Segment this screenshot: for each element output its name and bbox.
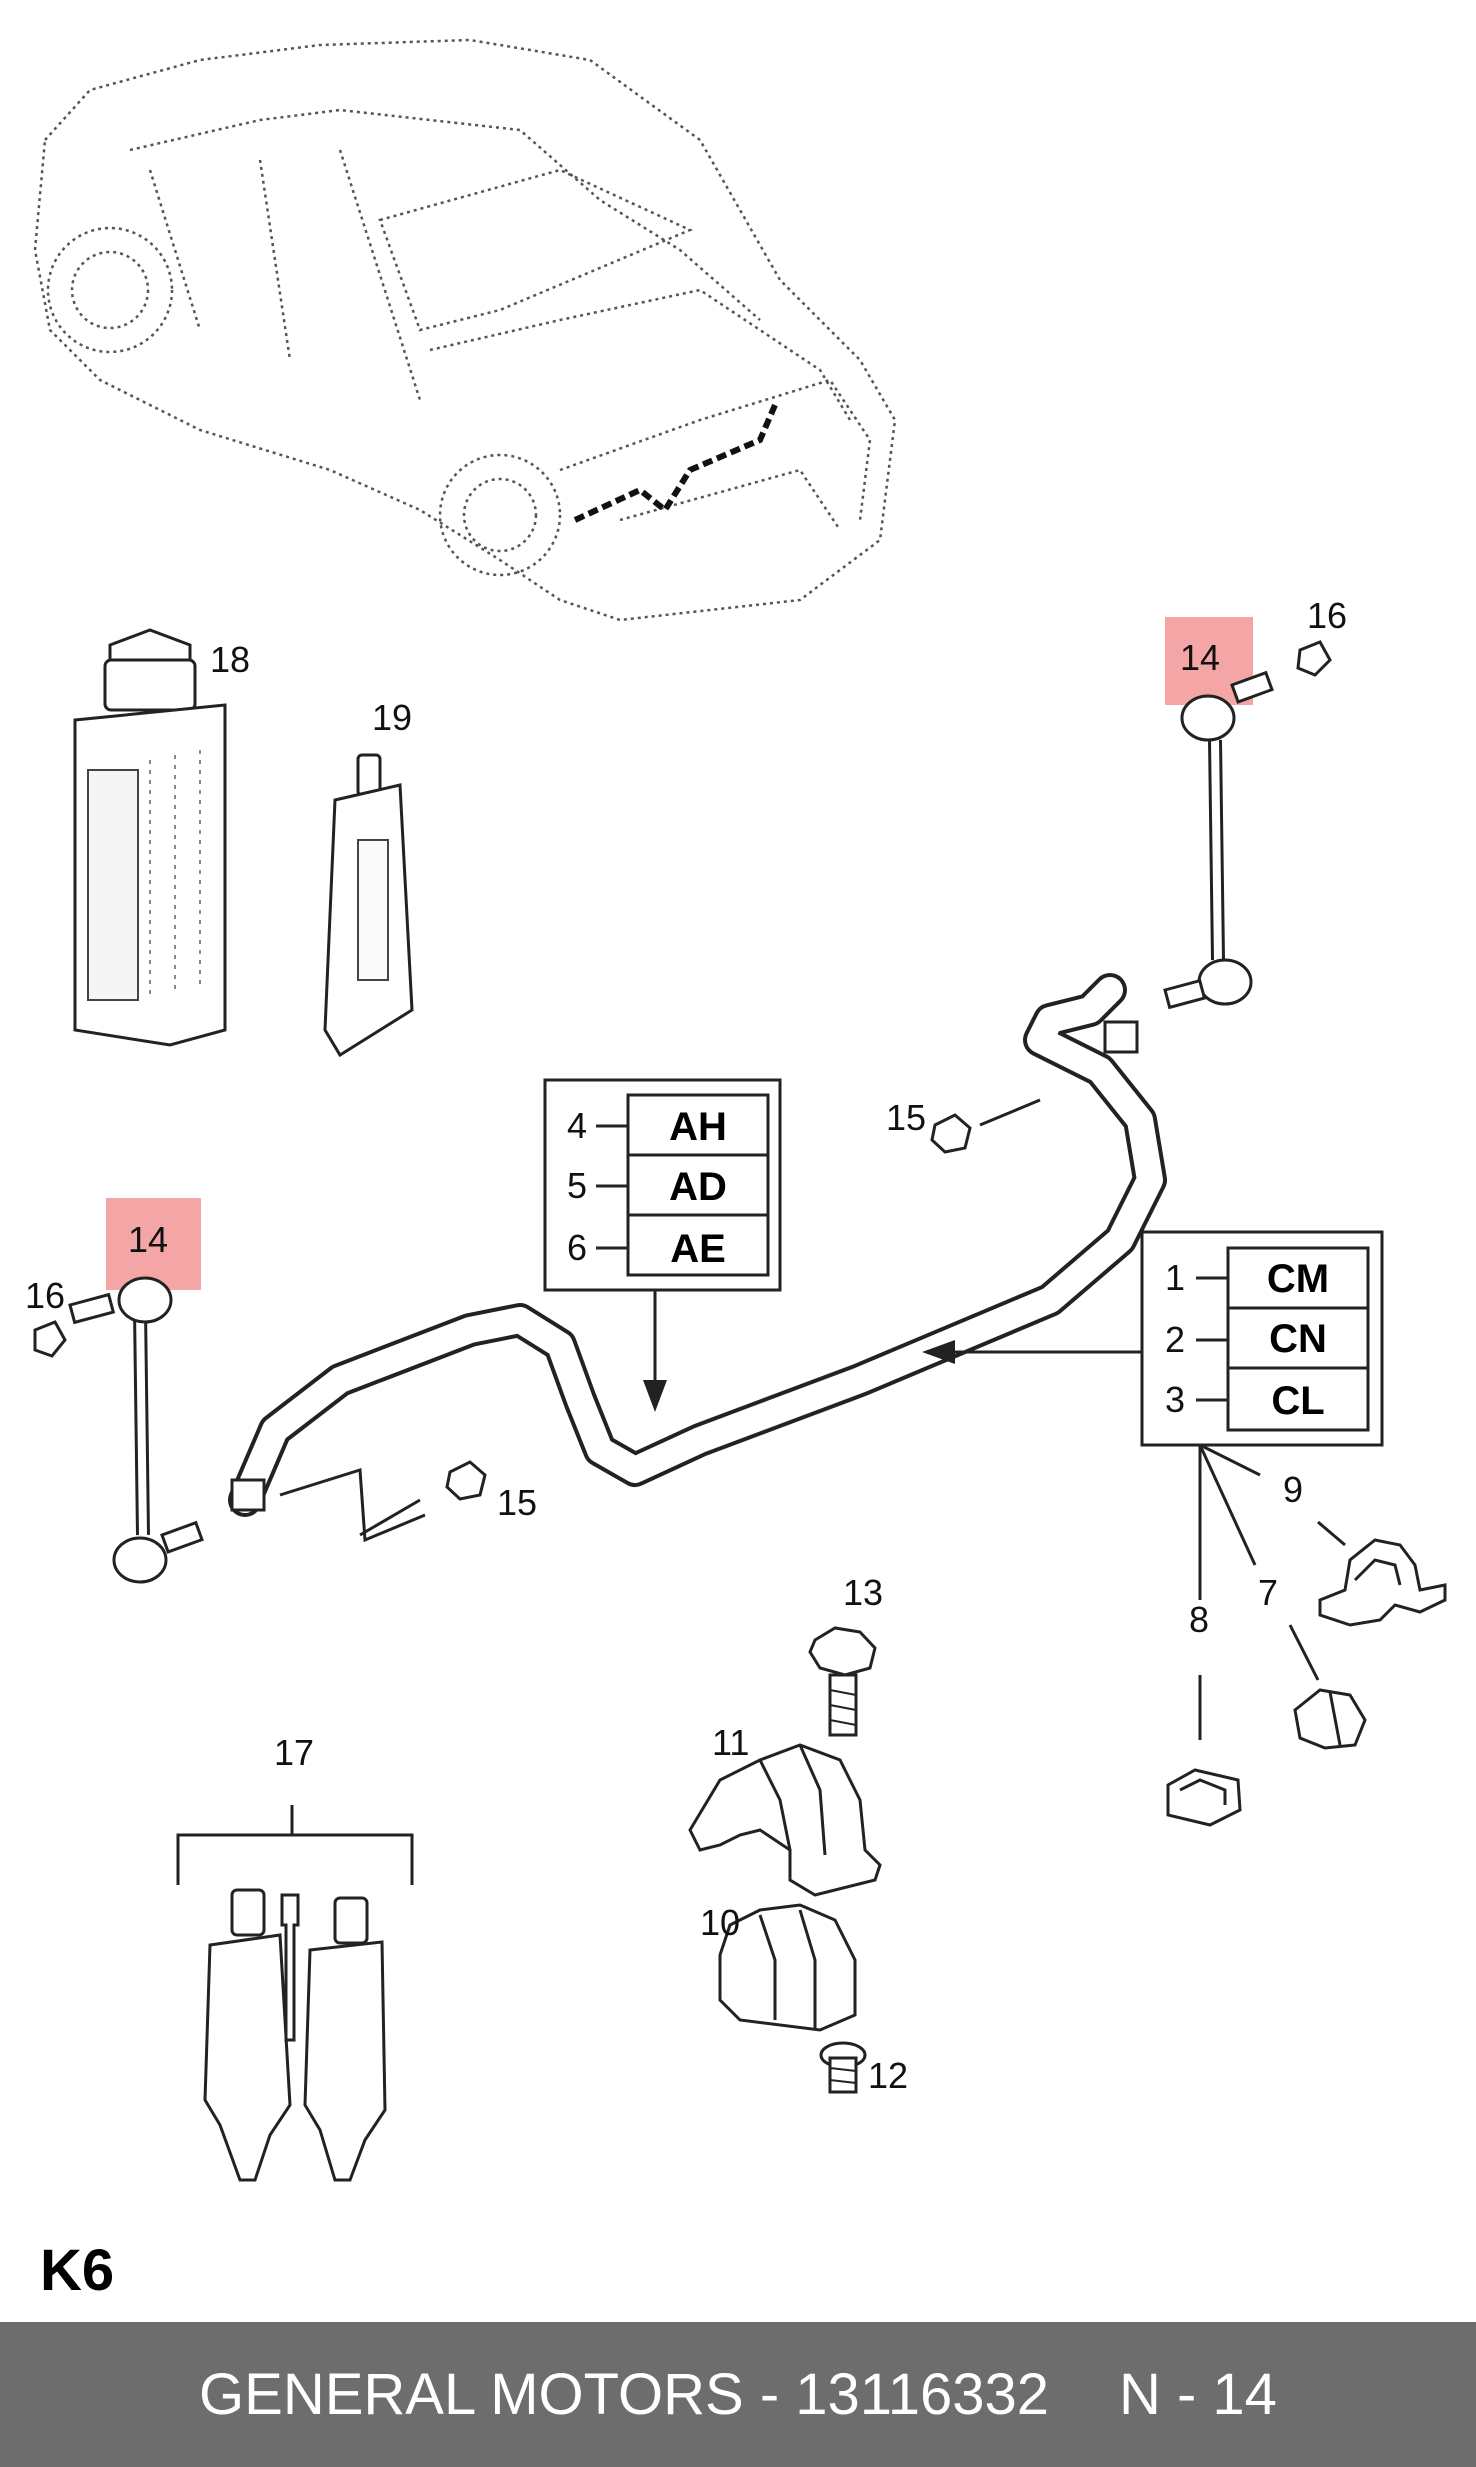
- fluid-bottle: [73, 628, 227, 1047]
- footer-item-label: N - 14: [1119, 2362, 1277, 2427]
- footer-part-label: GENERAL MOTORS - 13116332: [199, 2362, 1049, 2427]
- callout-16-lower: 16: [25, 1275, 65, 1316]
- stabilizer-bar: [228, 973, 1167, 1517]
- callout-13: 13: [843, 1572, 883, 1613]
- table-right-code-3: CL: [1271, 1379, 1324, 1423]
- arrowhead-right-table: [922, 1340, 955, 1364]
- table-left-num-2: 5: [567, 1165, 587, 1206]
- table-left-num-1: 4: [567, 1105, 587, 1146]
- table-left-code-1: AH: [669, 1105, 727, 1149]
- bushing-7: [1293, 1688, 1367, 1750]
- leader-15a: [979, 1098, 1041, 1127]
- callout-10: 10: [700, 1902, 740, 1943]
- clamp-11: [688, 1743, 882, 1897]
- footer-bar: [0, 2322, 1476, 2467]
- screw-12: [819, 2041, 867, 2094]
- arrowhead-left-table: [643, 1380, 667, 1412]
- nut-15: [445, 1113, 972, 1501]
- callout-17: 17: [274, 1732, 314, 1773]
- table-left-num-3: 6: [567, 1227, 587, 1268]
- callout-19: 19: [372, 697, 412, 738]
- callout-18: 18: [210, 639, 250, 680]
- callout-8: 8: [1189, 1599, 1209, 1640]
- section-code: K6: [40, 2238, 114, 2303]
- bracket-9: [1318, 1538, 1447, 1627]
- repair-kit-17: [176, 1805, 414, 2182]
- break-line: [279, 1468, 426, 1543]
- callout-7: 7: [1258, 1572, 1278, 1613]
- bolt-13: [808, 1626, 877, 1737]
- leaders-right-table: [1198, 1443, 1346, 1740]
- callout-15-upper: 15: [886, 1097, 926, 1138]
- table-right-code-1: CM: [1267, 1257, 1329, 1301]
- table-right-num-2: 2: [1165, 1319, 1185, 1360]
- variant-table-right: 1 2 3 CM CN CL: [1140, 1230, 1384, 1447]
- stabilizer-link-upper: [1163, 640, 1332, 1010]
- callout-14-lower: 14: [128, 1219, 168, 1260]
- callout-15-lower: 15: [497, 1482, 537, 1523]
- table-left-code-2: AD: [669, 1165, 727, 1209]
- table-right-num-3: 3: [1165, 1379, 1185, 1420]
- rubber-bushing-10: [718, 1903, 857, 2032]
- footer: GENERAL MOTORS - 13116332 N - 14: [0, 2322, 1476, 2467]
- callout-14-upper: 14: [1180, 637, 1220, 678]
- grease-tube: [323, 753, 414, 1058]
- car-stabilizer-indicator: [573, 403, 778, 523]
- callout-11: 11: [712, 1722, 749, 1763]
- highlight-box-lower: [106, 1198, 201, 1290]
- clip-8: [1166, 1768, 1242, 1827]
- leader-15b: [359, 1498, 421, 1537]
- table-right-code-2: CN: [1269, 1317, 1327, 1361]
- callout-16-upper: 16: [1307, 595, 1347, 636]
- table-left-code-3: AE: [670, 1227, 726, 1271]
- callout-12: 12: [868, 2055, 908, 2096]
- car-illustration: [33, 38, 897, 622]
- table-right-num-1: 1: [1165, 1257, 1185, 1298]
- stabilizer-link-lower: [33, 1276, 204, 1584]
- variant-table-left: 4 5 6 AH AD AE: [543, 1078, 782, 1292]
- callout-9: 9: [1283, 1469, 1303, 1510]
